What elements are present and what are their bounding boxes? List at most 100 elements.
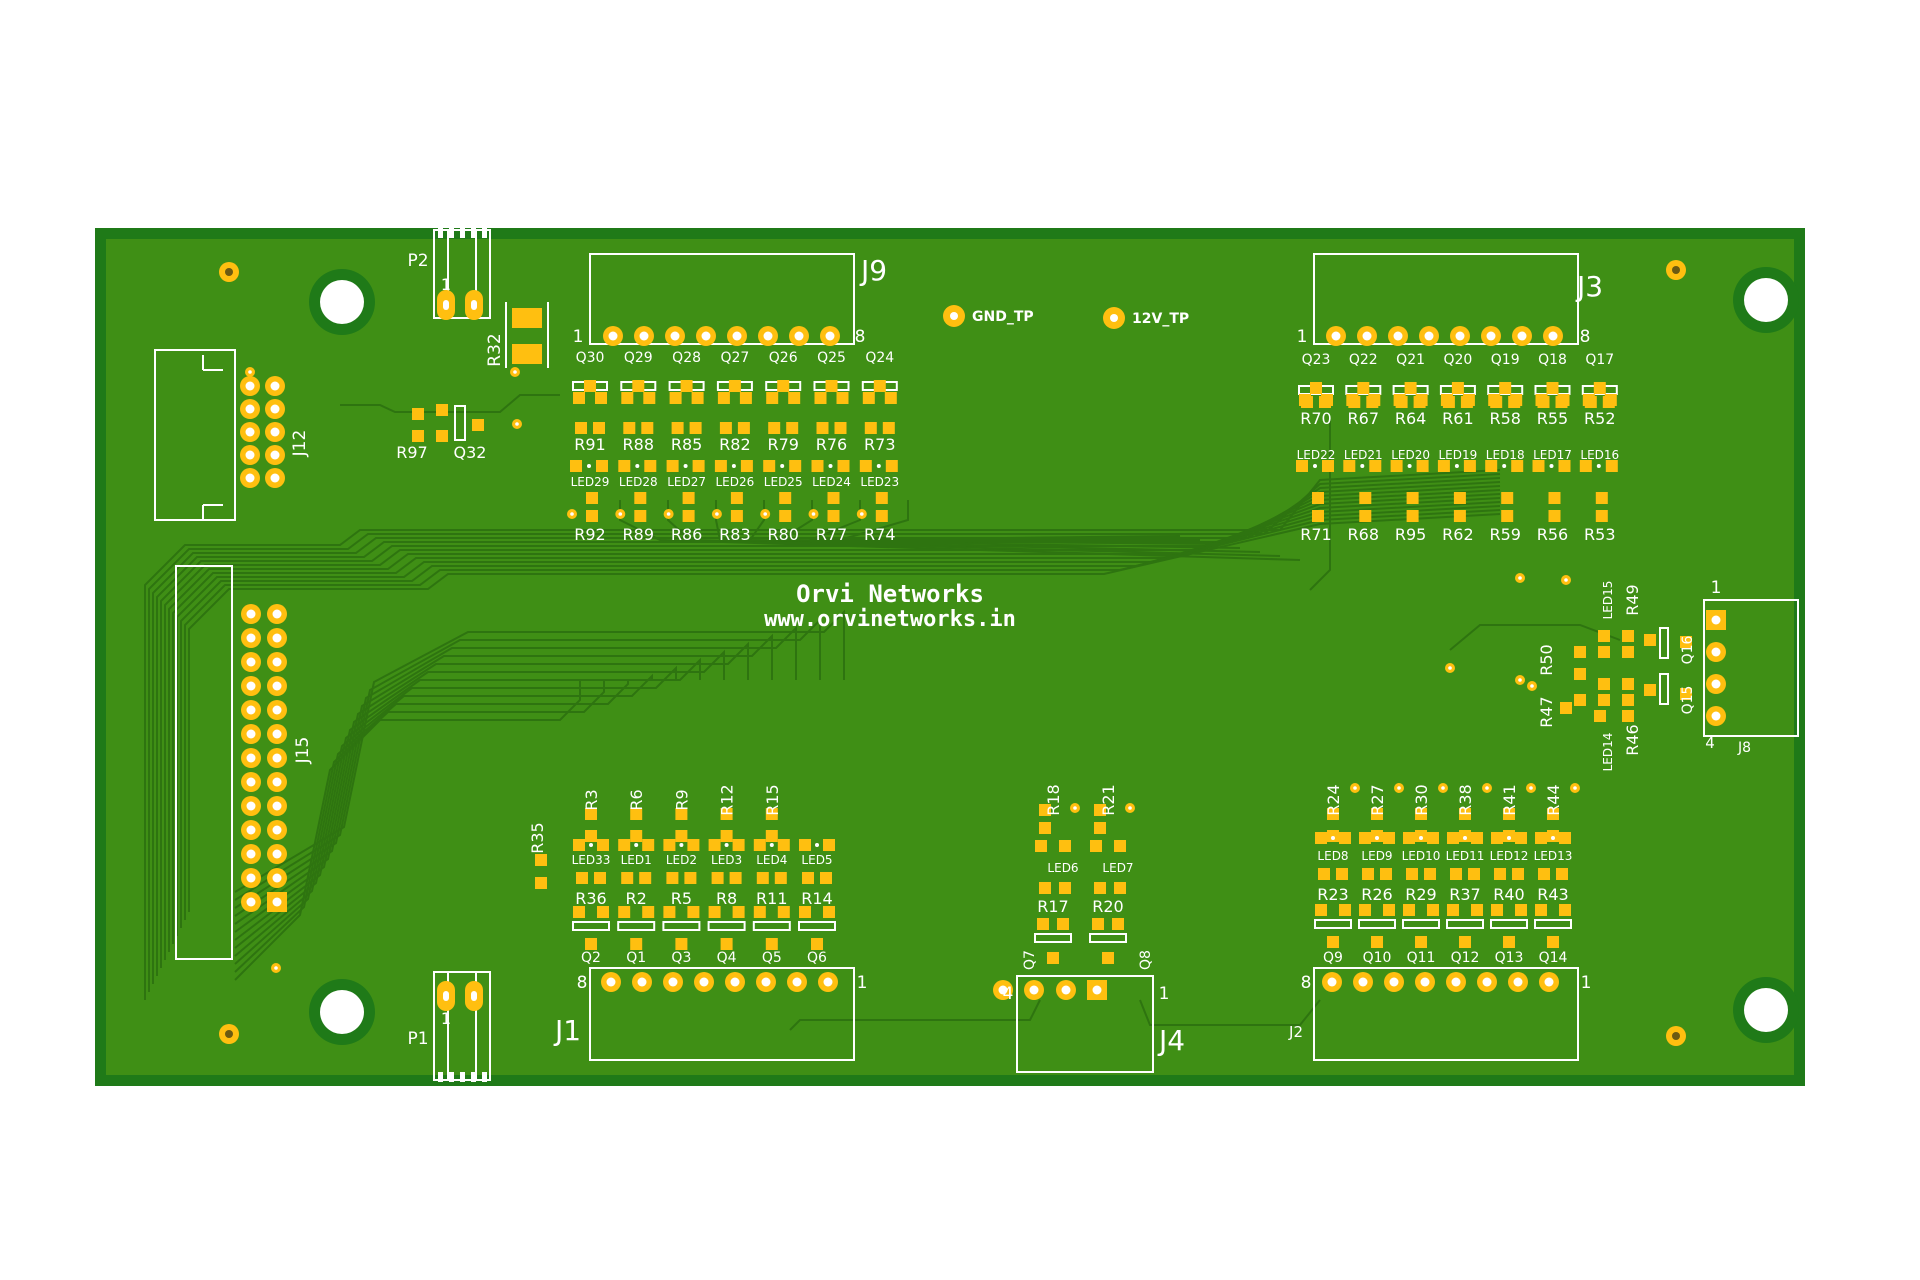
- via-hole: [1397, 786, 1401, 790]
- resistor-ref: R21: [1099, 784, 1118, 815]
- resistor-ref: R38: [1456, 784, 1475, 815]
- smd-pad: [823, 906, 835, 918]
- via-hole: [248, 370, 252, 374]
- via-hole: [1518, 576, 1522, 580]
- led-marker: [589, 843, 593, 847]
- drill-hole: [1711, 615, 1721, 625]
- p2-finger: [460, 228, 465, 238]
- q16-outline: [1659, 627, 1669, 659]
- smd-pad: [593, 422, 605, 434]
- transistor-outline: [1089, 933, 1127, 943]
- drill-hole: [732, 331, 742, 341]
- smd-pad: [882, 422, 895, 434]
- resistor-ref: R20: [1092, 897, 1123, 916]
- via-hole: [570, 512, 574, 516]
- smd-pad: [1383, 832, 1395, 844]
- resistor-ref: R88: [623, 435, 654, 454]
- drill-hole: [1110, 314, 1118, 322]
- smd-pad: [1460, 396, 1473, 408]
- transistor-ref: Q27: [720, 350, 749, 366]
- led-ref: LED20: [1391, 448, 1430, 462]
- drill-hole: [246, 705, 256, 715]
- drill-hole: [270, 450, 280, 460]
- drill-hole: [699, 977, 709, 987]
- j2-outline: [1313, 967, 1579, 1061]
- smd-pad: [811, 460, 824, 472]
- resistor-ref: R91: [574, 435, 605, 454]
- drill-hole: [1424, 331, 1434, 341]
- trace-bus-top: [184, 509, 1501, 920]
- led-marker: [587, 464, 591, 468]
- smd-pad: [1593, 382, 1606, 394]
- smd-pad: [774, 872, 787, 884]
- led-marker: [1313, 464, 1317, 468]
- resistor-ref: R14: [801, 889, 832, 908]
- smd-pad: [786, 422, 799, 434]
- transistor-ref: Q1: [626, 950, 646, 966]
- smd-pad: [585, 938, 597, 950]
- smd-pad: [630, 808, 643, 820]
- smd-pad: [596, 460, 608, 472]
- led-marker: [1507, 836, 1511, 840]
- smd-pad: [1406, 492, 1419, 504]
- smd-pad: [618, 906, 631, 918]
- via-hole: [1573, 786, 1577, 790]
- smd-pad: [682, 510, 695, 522]
- via-hole: [1564, 578, 1568, 582]
- smd-pad: [1453, 492, 1466, 504]
- led-ref: LED22: [1297, 448, 1336, 462]
- transistor-ref: Q9: [1323, 950, 1343, 966]
- j1-outline: [589, 967, 855, 1061]
- drill-hole: [245, 381, 255, 391]
- smd-pad: [763, 460, 776, 472]
- brand-name: Orvi Networks: [796, 580, 984, 608]
- trace-bus-bottom: [234, 617, 821, 901]
- led-marker: [1360, 464, 1365, 468]
- led15-ref: LED15: [1601, 581, 1615, 620]
- smd-pad: [1035, 840, 1047, 852]
- smd-pad: [732, 839, 745, 851]
- smd-pad: [472, 419, 484, 431]
- drill-hole: [272, 801, 282, 811]
- led-ref: LED33: [572, 853, 611, 867]
- p2-finger: [482, 228, 487, 238]
- drill-hole: [272, 657, 282, 667]
- p2-finger: [449, 228, 454, 238]
- drill-hole: [825, 331, 835, 341]
- drill-hole: [246, 729, 256, 739]
- smd-pad: [1494, 868, 1506, 880]
- smd-pad: [675, 830, 688, 842]
- resistor-ref: R41: [1500, 784, 1519, 815]
- q32-ref: Q32: [454, 443, 487, 462]
- led-ref: LED13: [1534, 849, 1573, 863]
- smd-pad: [1312, 510, 1324, 522]
- led-ref: LED12: [1490, 849, 1529, 863]
- resistor-ref: R89: [623, 525, 654, 544]
- led-marker: [679, 843, 684, 847]
- smd-pad: [1102, 952, 1114, 964]
- drill-hole: [950, 312, 958, 320]
- led-ref: LED29: [571, 475, 610, 489]
- drill-hole: [1389, 977, 1399, 987]
- smd-pad: [1598, 694, 1610, 706]
- transistor-ref: Q10: [1363, 950, 1392, 966]
- smd-pad: [811, 938, 823, 950]
- trace-bus-bottom: [234, 641, 749, 925]
- smd-pad: [1559, 832, 1571, 844]
- drill-hole: [272, 729, 282, 739]
- smd-pad: [1047, 952, 1059, 964]
- resistor-ref: R26: [1361, 885, 1392, 904]
- mounting-hole: [320, 990, 364, 1034]
- led-marker: [828, 464, 833, 468]
- resistor-ref: R92: [574, 525, 605, 544]
- drill-hole: [1544, 977, 1554, 987]
- smd-pad: [1359, 492, 1372, 504]
- smd-pad: [1547, 808, 1559, 820]
- smd-pad: [814, 392, 827, 404]
- drill-hole: [246, 801, 256, 811]
- j1-pin-first: 8: [577, 973, 588, 993]
- mounting-hole: [1744, 988, 1788, 1032]
- led-ref: LED4: [756, 853, 787, 867]
- smd-pad: [671, 422, 684, 434]
